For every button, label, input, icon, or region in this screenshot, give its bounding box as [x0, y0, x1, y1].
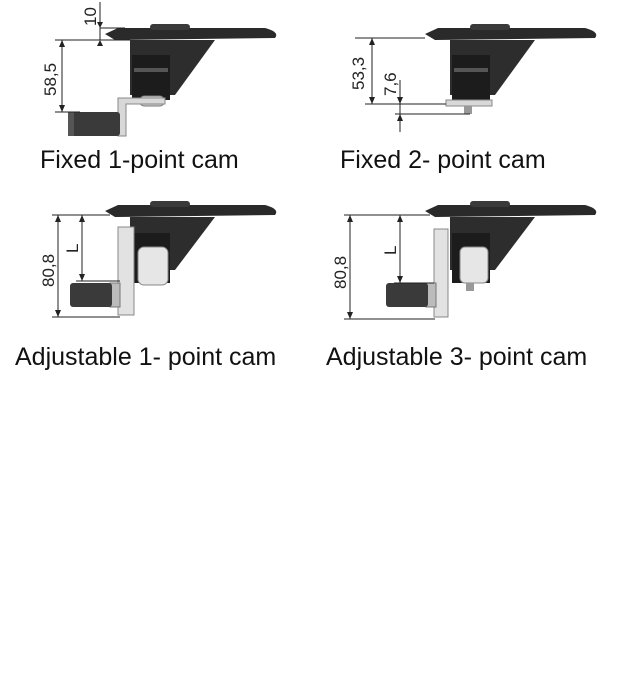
drawing-adjustable-1-point-cam: 80,8 L: [39, 201, 277, 318]
cam-pin: [386, 283, 428, 307]
latch-plate: [425, 205, 597, 217]
caption: Adjustable 3- point cam: [326, 343, 588, 371]
dim-label: 53,3: [349, 57, 368, 90]
caption: Fixed 2- point cam: [340, 146, 546, 174]
cam-arm: [117, 97, 166, 137]
drawing-adjustable-3-point-cam: 80,8 L: [331, 201, 597, 320]
caption: Adjustable 1- point cam: [15, 343, 277, 371]
figure-fixed-1-point-cam: 10 58,5 Fixed 1-point cam: [0, 0, 320, 190]
dim-label: 58,5: [41, 63, 60, 96]
latch-plate: [105, 28, 277, 40]
dim-label: 80,8: [331, 256, 350, 289]
dim-label: L: [63, 244, 82, 253]
latch-plate: [105, 205, 277, 217]
dim-label: 80,8: [39, 254, 58, 287]
cam-roller: [137, 246, 169, 286]
drawing-fixed-2-point-cam: 53,3 7,6: [349, 24, 597, 132]
dim-label: L: [381, 246, 400, 255]
dim-label: 10: [81, 7, 100, 26]
dim-label: 7,6: [381, 72, 400, 96]
caption: Fixed 1-point cam: [40, 146, 239, 174]
cam-bar: [445, 99, 493, 107]
figure-adjustable-1-point-cam: 80,8 L Adjustable 1- point cam: [0, 195, 320, 380]
cam-pin: [70, 283, 112, 307]
figure-adjustable-3-point-cam: 80,8 L Adjustable 3- point cam: [320, 195, 640, 380]
cam-roller: [70, 112, 120, 136]
drawing-fixed-1-point-cam: 10 58,5: [41, 2, 277, 137]
cam-roller: [459, 246, 489, 284]
figure-fixed-2-point-cam: 53,3 7,6 Fixed 2- point cam: [320, 0, 640, 190]
latch-plate: [425, 28, 597, 40]
